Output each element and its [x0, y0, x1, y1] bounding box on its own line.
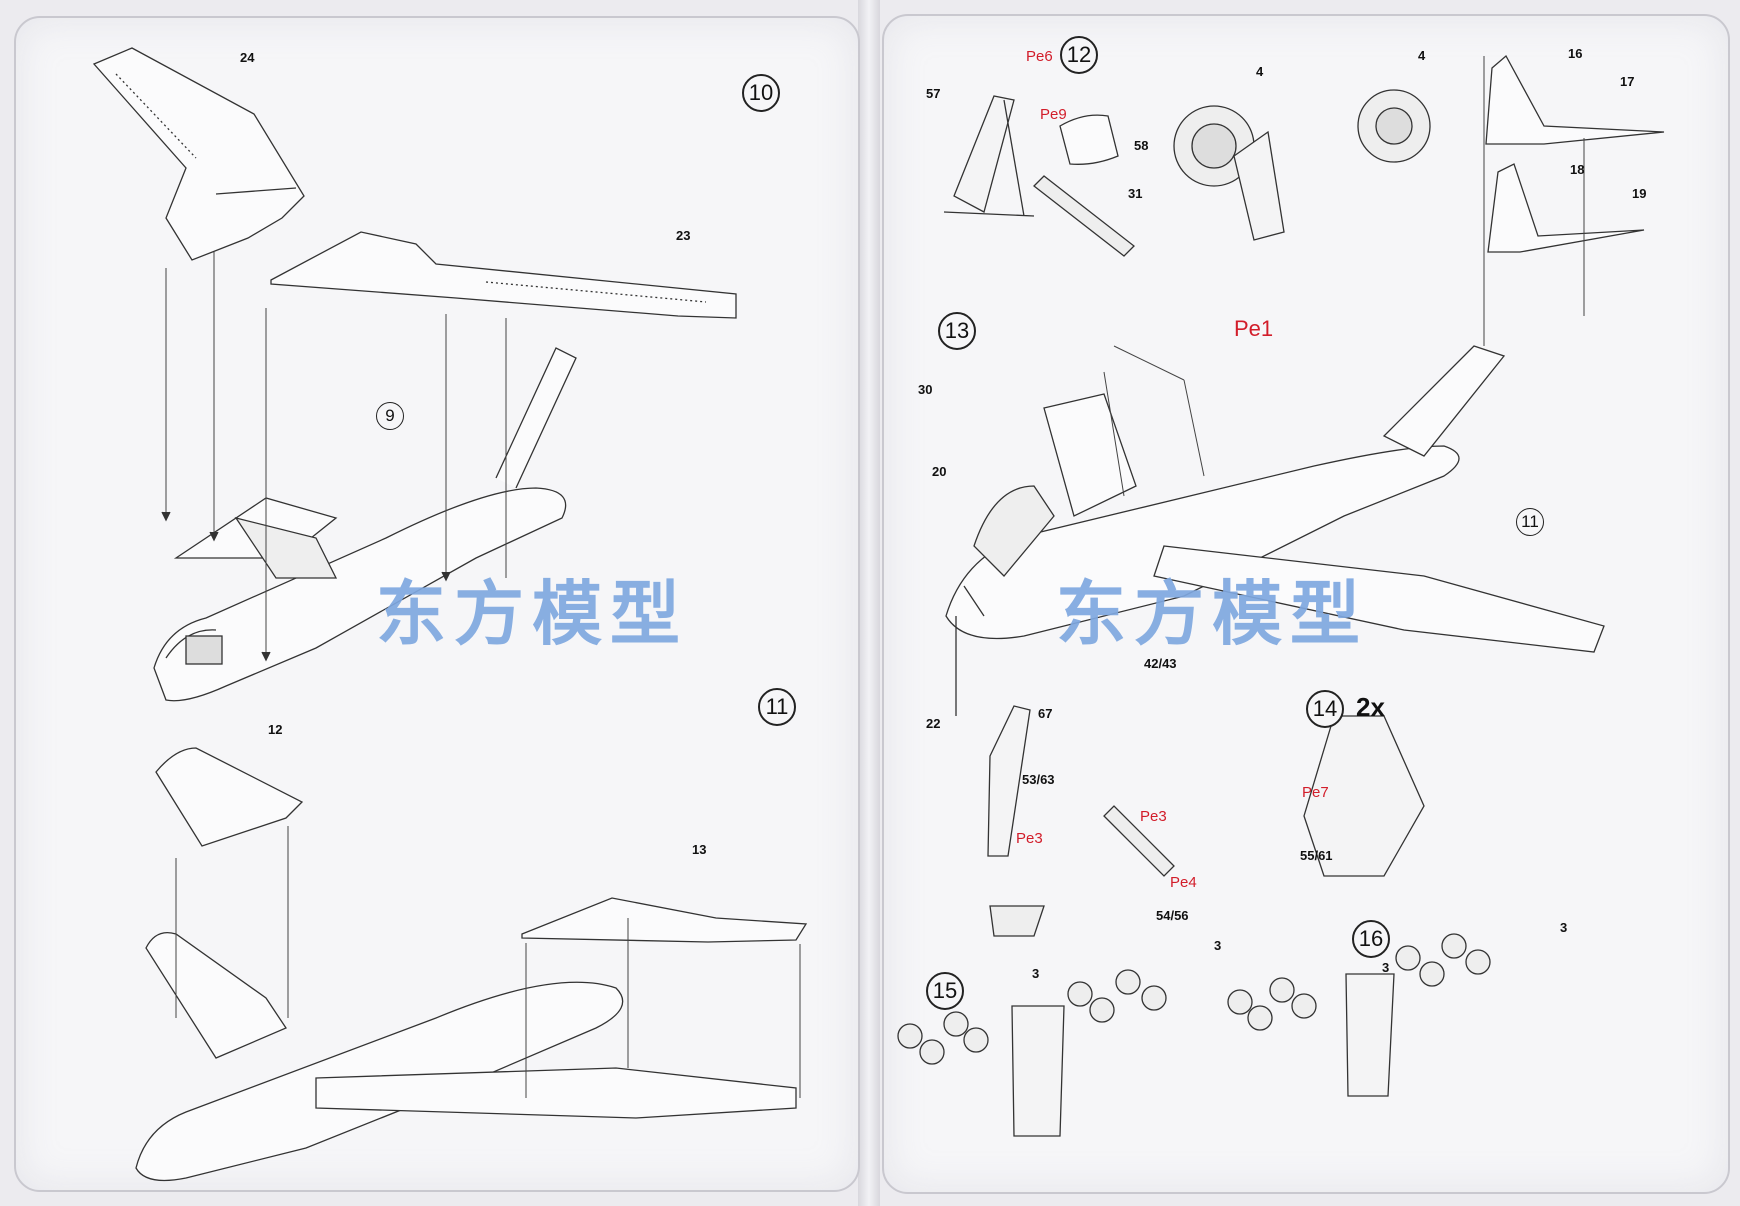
part-label: 20 — [932, 464, 947, 479]
part-label: 42/43 — [1144, 656, 1177, 671]
part-label: 3 — [1382, 960, 1390, 975]
step-number-15: 15 — [926, 972, 964, 1010]
part-label: 19 — [1632, 186, 1647, 201]
photo-etch-label: Pe6 — [1026, 48, 1053, 65]
part-label: 13 — [692, 842, 707, 857]
step-number-11: 11 — [758, 688, 796, 726]
step-number-10: 10 — [742, 74, 780, 112]
part-label: 31 — [1128, 186, 1143, 201]
part-label: 3 — [1560, 920, 1568, 935]
assembly-drawing-steps-12-16 — [897, 54, 1665, 1137]
part-label: 53/63 — [1022, 772, 1055, 787]
part-label: 23 — [676, 228, 691, 243]
sub-assembly-ref-9: 9 — [376, 402, 404, 430]
part-label: 58 — [1134, 138, 1149, 153]
watermark: 东方模型 — [1056, 573, 1368, 655]
part-label: 4 — [1418, 48, 1426, 63]
multiplier-label: 2x — [1356, 692, 1385, 722]
part-label: 17 — [1620, 74, 1635, 89]
part-label: 54/56 — [1156, 908, 1189, 923]
part-label: 24 — [240, 50, 255, 65]
step-number-12: 12 — [1060, 36, 1098, 74]
part-label: 16 — [1568, 46, 1583, 61]
photo-etch-label: Pe3 — [1016, 830, 1043, 847]
step-number-16: 16 — [1352, 920, 1390, 958]
photo-etch-label: Pe3 — [1140, 808, 1167, 825]
step-number-14: 14 — [1306, 690, 1344, 728]
binding-gutter — [858, 0, 880, 1206]
photo-etch-label: Pe9 — [1040, 106, 1067, 123]
part-label: 4 — [1256, 64, 1264, 79]
sub-assembly-ref-11: 11 — [1516, 508, 1544, 536]
instruction-page-right: 12 57 Pe6 Pe9 58 31 4 4 13 16 17 18 19 P… — [882, 14, 1730, 1194]
photo-etch-label: Pe7 — [1302, 784, 1329, 801]
assembly-drawing-steps-10-11 — [92, 47, 808, 1182]
part-label: 18 — [1570, 162, 1585, 177]
photo-etch-label: Pe4 — [1170, 874, 1197, 891]
instruction-page-left: 10 24 23 9 11 12 13 东方模型 — [14, 16, 860, 1192]
step-number-13: 13 — [938, 312, 976, 350]
part-label: 3 — [1214, 938, 1222, 953]
part-label: 30 — [918, 382, 933, 397]
part-label: 57 — [926, 86, 941, 101]
part-label: 3 — [1032, 966, 1040, 981]
part-label: 12 — [268, 722, 283, 737]
photo-etch-label: Pe1 — [1234, 316, 1274, 341]
part-label: 67 — [1038, 706, 1053, 721]
part-label: 55/61 — [1300, 848, 1333, 863]
part-label: 22 — [926, 716, 941, 731]
watermark: 东方模型 — [376, 573, 688, 655]
